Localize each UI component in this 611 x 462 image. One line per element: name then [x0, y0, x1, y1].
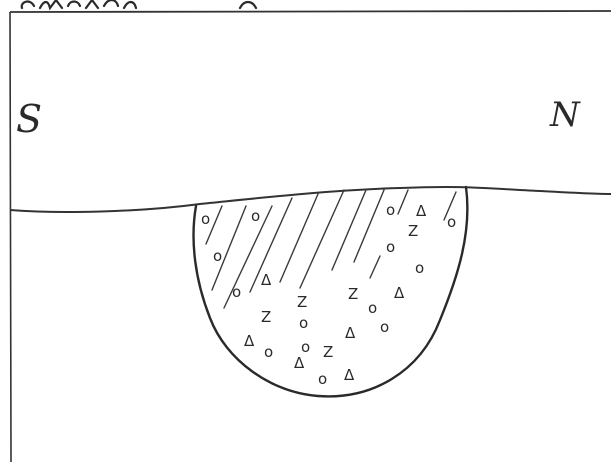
zigzag-symbol: Z	[297, 293, 307, 311]
circle-symbol: o	[368, 299, 377, 317]
circle-symbol: o	[299, 314, 308, 332]
zigzag-symbol: Z	[261, 308, 271, 326]
triangle-symbol: Δ	[294, 354, 305, 372]
frame-top-border	[10, 11, 611, 12]
triangle-symbol: Δ	[244, 332, 255, 350]
circle-symbol: o	[232, 283, 241, 301]
circle-symbol: o	[380, 318, 389, 336]
triangle-symbol: Δ	[394, 284, 405, 302]
circle-symbol: o	[386, 238, 395, 256]
circle-symbol: o	[447, 213, 456, 231]
triangle-symbol: Δ	[261, 271, 272, 289]
circle-symbol: o	[264, 343, 273, 361]
zigzag-symbol: Z	[323, 343, 333, 361]
triangle-symbol: Δ	[416, 202, 427, 220]
triangle-symbol: Δ	[345, 324, 356, 342]
label-south: S	[16, 97, 42, 141]
zigzag-symbol: Z	[348, 285, 358, 303]
circle-symbol: o	[415, 259, 424, 277]
circle-symbol: o	[201, 210, 210, 228]
circle-symbol: o	[386, 201, 395, 219]
triangle-symbol: Δ	[344, 366, 355, 384]
label-north: N	[549, 95, 581, 135]
circle-symbol: o	[251, 207, 260, 225]
circle-symbol: o	[318, 370, 327, 388]
zigzag-symbol: Z	[408, 222, 418, 240]
circle-symbol: o	[213, 247, 222, 265]
